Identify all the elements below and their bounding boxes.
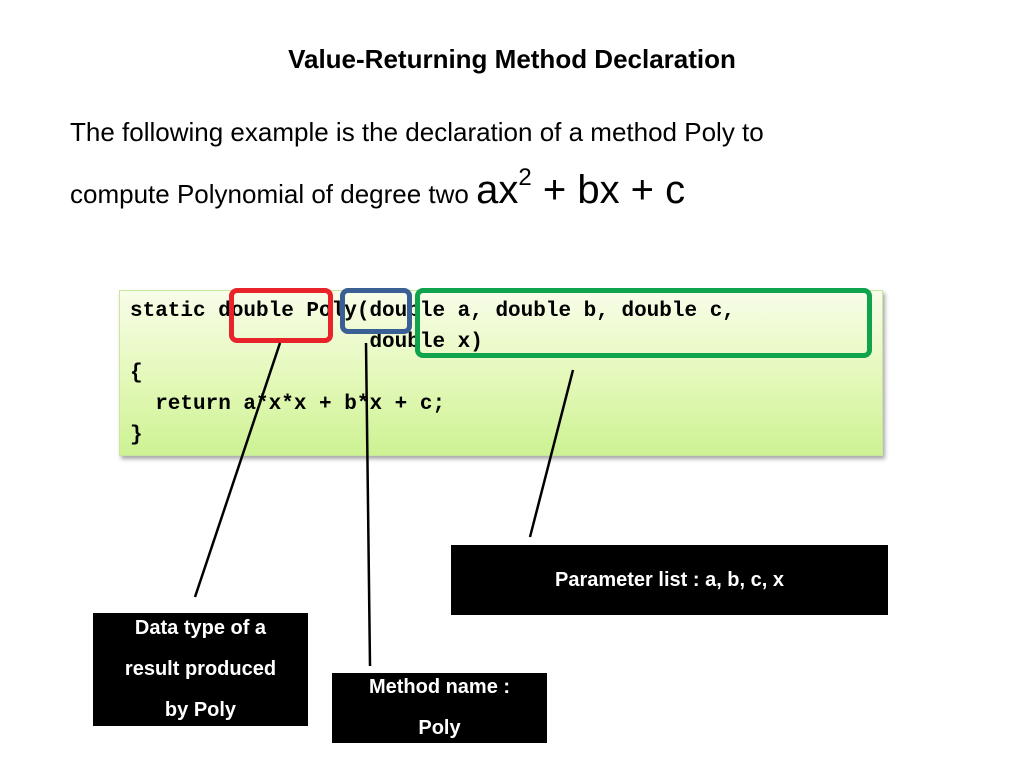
code-line-3: {: [130, 362, 143, 385]
code-line-2: double x): [130, 331, 483, 354]
return-type-callout-line-2: result produced: [124, 658, 277, 680]
code-box: [119, 290, 883, 456]
method-name-callout: Method name : Poly: [332, 673, 547, 743]
parameters-callout: Parameter list : a, b, c, x: [451, 545, 888, 615]
intro-paragraph: The following example is the declaration…: [70, 112, 970, 214]
method-name-connector: [364, 342, 372, 667]
return-type-connector: [193, 342, 282, 598]
return-type-highlight: [229, 288, 333, 343]
formula-base: ax: [476, 168, 519, 212]
parameters-callout-text: Parameter list : a, b, c, x: [555, 568, 784, 591]
code-line-5: }: [130, 424, 143, 447]
slide-title: Value-Returning Method Declaration: [288, 44, 736, 74]
method-name-highlight: [340, 288, 412, 334]
return-type-callout-line-1: Data type of a: [134, 617, 267, 639]
polynomial-formula: ax2 + bx + c: [476, 164, 686, 212]
formula-exponent: 2: [518, 164, 532, 191]
intro-line-2: compute Polynomial of degree two ax2 + b…: [70, 158, 970, 214]
formula-rest: + bx + c: [531, 168, 686, 212]
intro-line-1: The following example is the declaration…: [70, 117, 764, 147]
parameters-highlight: [415, 288, 872, 358]
return-type-callout-line-3: by Poly: [164, 699, 237, 721]
intro-line-2-text: compute Polynomial of degree two: [70, 179, 477, 209]
return-type-callout: Data type of a result produced by Poly: [93, 613, 308, 726]
code-line-4: return a*x*x + b*x + c;: [130, 393, 446, 416]
method-name-callout-line-2: Poly: [418, 717, 461, 739]
parameters-connector: [528, 369, 575, 538]
method-name-callout-line-1: Method name :: [368, 676, 511, 698]
